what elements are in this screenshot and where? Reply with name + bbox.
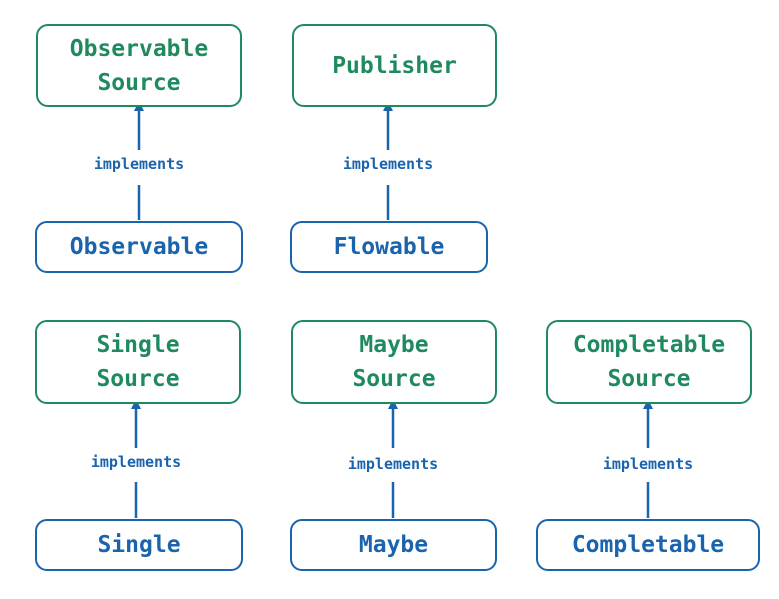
observable-source-box: Observable Source bbox=[36, 24, 242, 107]
completable-box: Completable bbox=[536, 519, 760, 571]
observable-box: Observable bbox=[35, 221, 243, 273]
flowable-box: Flowable bbox=[290, 221, 488, 273]
single-source-box: Single Source bbox=[35, 320, 241, 404]
publisher-box: Publisher bbox=[292, 24, 497, 107]
implements-label-maybe: implements bbox=[323, 455, 463, 473]
implements-label-flowable: implements bbox=[318, 155, 458, 173]
single-box: Single bbox=[35, 519, 243, 571]
implements-label-single: implements bbox=[66, 453, 206, 471]
maybe-source-box: Maybe Source bbox=[291, 320, 497, 404]
implements-label-observable: implements bbox=[69, 155, 209, 173]
completable-source-box: Completable Source bbox=[546, 320, 752, 404]
implements-label-completable: implements bbox=[578, 455, 718, 473]
maybe-box: Maybe bbox=[290, 519, 497, 571]
